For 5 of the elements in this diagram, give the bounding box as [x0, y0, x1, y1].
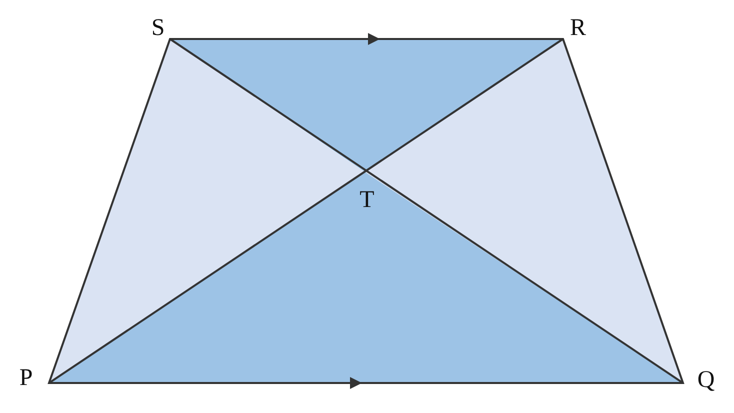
vertex-label: T — [360, 188, 374, 212]
vertex-label: P — [19, 366, 33, 390]
vertex-label: Q — [697, 368, 715, 392]
vertex-label: S — [151, 16, 165, 40]
vertex-label: R — [570, 16, 586, 40]
